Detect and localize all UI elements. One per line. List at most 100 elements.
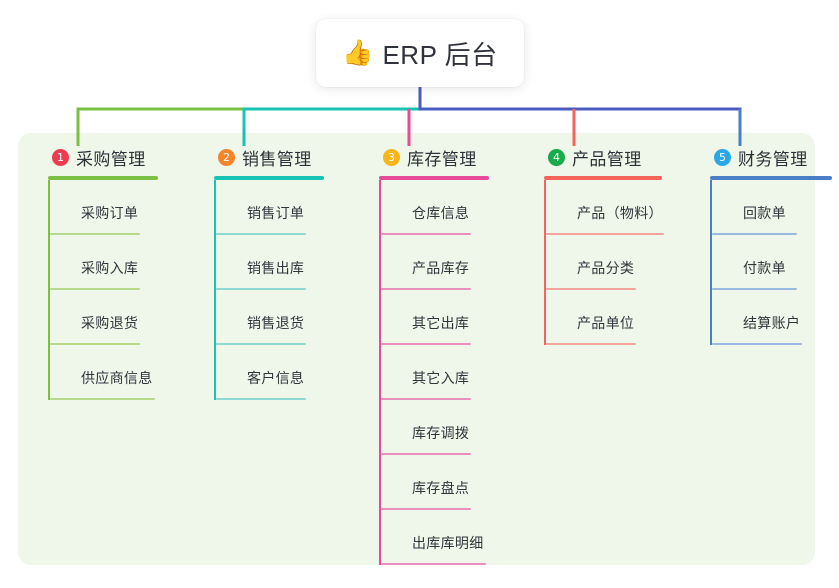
module-item[interactable]: 付款单 [710, 235, 832, 290]
module-item[interactable]: 客户信息 [214, 345, 324, 400]
module-item-rule [546, 233, 664, 235]
module-item-rule [712, 233, 797, 235]
module-item-label: 采购退货 [81, 315, 139, 331]
module-number-badge: 3 [383, 148, 400, 166]
module-item-label: 销售订单 [247, 205, 305, 221]
module-items: 产品（物料） 产品分类产品单位 [544, 180, 664, 345]
module-item-label: 采购入库 [81, 260, 139, 276]
module-item[interactable]: 回款单 [710, 180, 832, 235]
module-item-label: 产品分类 [577, 260, 635, 276]
module-item-rule [216, 288, 306, 290]
module-item-label: 回款单 [743, 205, 786, 221]
module-item-label: 供应商信息 [81, 370, 153, 386]
module-item[interactable]: 供应商信息 [48, 345, 158, 400]
module-item-label: 产品单位 [577, 315, 635, 331]
module-item-rule [381, 343, 471, 345]
module-item[interactable]: 库存盘点 [379, 455, 489, 510]
thumbs-up-icon: 👍 [342, 38, 374, 67]
module-spine [544, 180, 546, 345]
module-item-label: 产品库存 [412, 260, 470, 276]
module-item-label: 采购订单 [81, 205, 139, 221]
module-item-rule [216, 233, 306, 235]
module-item-rule [381, 398, 471, 400]
module-item[interactable]: 结算账户 [710, 290, 832, 345]
module-title: 采购管理 [76, 149, 146, 169]
module-item-label: 其它出库 [412, 315, 470, 331]
module-item[interactable]: 采购订单 [48, 180, 158, 235]
module-header-rule [48, 176, 158, 180]
module-item[interactable]: 销售退货 [214, 290, 324, 345]
module-item-rule [712, 343, 802, 345]
module-spine [48, 180, 50, 400]
module-title: 销售管理 [242, 149, 312, 169]
module-header-rule [544, 176, 662, 180]
module-item[interactable]: 销售订单 [214, 180, 324, 235]
module-item[interactable]: 产品分类 [544, 235, 662, 290]
module-header-4[interactable]: 4 产品管理 [526, 144, 662, 170]
module-item-label: 销售出库 [247, 260, 305, 276]
module-item-rule [216, 343, 306, 345]
module-items: 仓库信息产品库存其它出库其它入库库存调拨库存盘点出库库明细 [379, 180, 489, 565]
module-title: 产品管理 [572, 149, 642, 169]
module-header-3[interactable]: 3 库存管理 [361, 144, 489, 170]
module-item[interactable]: 仓库信息 [379, 180, 489, 235]
module-item-rule [546, 288, 636, 290]
module-item-rule [381, 563, 486, 565]
module-item[interactable]: 销售出库 [214, 235, 324, 290]
module-item-rule [381, 233, 471, 235]
module-item[interactable]: 出库库明细 [379, 510, 489, 565]
module-item-label: 仓库信息 [412, 205, 470, 221]
module-number-badge: 4 [548, 148, 565, 166]
module-column: 4 产品管理产品（物料） 产品分类产品单位 [526, 144, 664, 345]
module-number-badge: 1 [52, 148, 69, 166]
module-item-label: 销售退货 [247, 315, 305, 331]
module-item[interactable]: 产品单位 [544, 290, 662, 345]
module-item-rule [216, 398, 306, 400]
module-item[interactable]: 采购入库 [48, 235, 158, 290]
module-column: 3 库存管理仓库信息产品库存其它出库其它入库库存调拨库存盘点出库库明细 [361, 144, 489, 565]
root-node-card[interactable]: 👍 ERP 后台 [316, 19, 524, 87]
module-item-rule [546, 343, 636, 345]
module-header-1[interactable]: 1 采购管理 [30, 144, 158, 170]
module-spine [710, 180, 712, 345]
module-item-label: 库存调拨 [412, 425, 470, 441]
root-node-title: ERP 后台 [382, 39, 498, 70]
module-item[interactable]: 产品库存 [379, 235, 489, 290]
module-item-label: 产品（物料） [577, 205, 663, 221]
module-item-label: 其它入库 [412, 370, 470, 386]
module-item-rule [712, 288, 797, 290]
module-item-label: 出库库明细 [412, 535, 484, 551]
module-item-label: 客户信息 [247, 370, 305, 386]
module-item-rule [381, 508, 471, 510]
module-items: 回款单付款单结算账户 [710, 180, 832, 345]
module-title: 库存管理 [407, 149, 477, 169]
module-item-rule [50, 398, 155, 400]
modules-panel [18, 133, 815, 565]
module-column: 2 销售管理销售订单销售出库销售退货客户信息 [196, 144, 324, 400]
module-item[interactable]: 产品（物料） [544, 180, 664, 235]
module-item[interactable]: 采购退货 [48, 290, 158, 345]
module-item-label: 库存盘点 [412, 480, 470, 496]
module-item[interactable]: 其它出库 [379, 290, 489, 345]
module-item-label: 结算账户 [743, 315, 801, 331]
module-item-rule [50, 343, 140, 345]
module-number-badge: 5 [714, 148, 731, 166]
module-item-rule [381, 453, 471, 455]
module-item-label: 付款单 [743, 260, 786, 276]
module-spine [214, 180, 216, 400]
module-item-rule [50, 233, 140, 235]
module-header-2[interactable]: 2 销售管理 [196, 144, 324, 170]
module-header-rule [379, 176, 489, 180]
module-number-badge: 2 [218, 148, 235, 166]
module-item-rule [50, 288, 140, 290]
module-column: 1 采购管理采购订单采购入库采购退货供应商信息 [30, 144, 158, 400]
module-item[interactable]: 库存调拨 [379, 400, 489, 455]
module-item[interactable]: 其它入库 [379, 345, 489, 400]
module-header-rule [214, 176, 324, 180]
module-item-rule [381, 288, 471, 290]
module-header-rule [710, 176, 832, 180]
module-items: 采购订单采购入库采购退货供应商信息 [48, 180, 158, 400]
